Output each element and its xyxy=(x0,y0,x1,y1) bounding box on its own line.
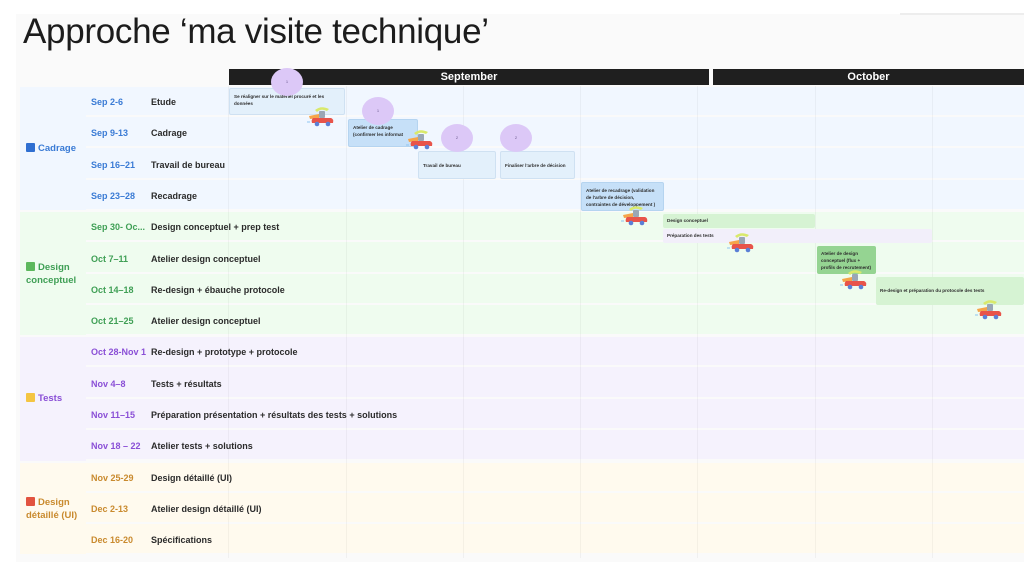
task-block-travail-bureau[interactable]: Travail de bureau xyxy=(418,151,496,179)
row-task: Design détaillé (UI) xyxy=(151,472,233,483)
row-date: Nov 4–8 xyxy=(91,378,126,389)
row-task: Etude xyxy=(151,97,177,107)
group-label-text: Design détaillé (UI) xyxy=(26,496,78,521)
timeline-row[interactable]: Sep 9-13 Cadrage xyxy=(86,118,1024,149)
group-color-swatch-icon xyxy=(26,496,35,506)
comment-badge[interactable]: 2 xyxy=(441,124,473,152)
grid-line xyxy=(932,86,933,558)
row-date: Oct 14–18 xyxy=(91,284,134,295)
row-task: Tests + résultats xyxy=(151,378,222,389)
group-label[interactable]: Design conceptuel xyxy=(20,212,84,336)
grid-line xyxy=(463,86,464,558)
row-task: Atelier design détaillé (UI) xyxy=(151,503,262,514)
month-header-october: October xyxy=(713,69,1024,85)
row-task: Préparation présentation + résultats des… xyxy=(151,410,398,420)
timeline-row[interactable]: Dec 16-20 Spécifications xyxy=(86,525,1024,556)
group-color-swatch-icon xyxy=(26,143,35,153)
car-sticker-icon xyxy=(621,204,649,226)
group-band xyxy=(20,462,1024,555)
row-date: Oct 21–25 xyxy=(91,316,134,327)
task-block-arbre-decision[interactable]: Finaliser l'arbre de décision xyxy=(500,151,575,179)
group-label-content: Design détaillé (UI) xyxy=(26,496,84,522)
task-block-atelier-cadrage[interactable]: Atelier de cadrage (confirmer les inform… xyxy=(348,119,418,147)
car-sticker-icon xyxy=(406,128,434,150)
timeline-row[interactable]: Nov 11–15 Préparation présentation + résu… xyxy=(86,400,1024,430)
row-task: Recadrage xyxy=(151,190,198,201)
timeline-row[interactable]: Oct 28-Nov 1 Re-design + prototype + prot… xyxy=(86,337,1024,368)
group-color-swatch-icon xyxy=(26,261,35,271)
comment-badge[interactable]: 2 xyxy=(500,124,532,152)
timeline-row[interactable]: Oct 7–11 Atelier design conceptuel xyxy=(86,244,1024,274)
group-label-content: Cadrage xyxy=(26,142,76,155)
row-task: Spécifications xyxy=(151,535,213,546)
task-block-atelier-recadrage[interactable]: Atelier de recadrage (validation de l'ar… xyxy=(581,182,664,211)
grid-line xyxy=(346,86,347,558)
grid-line xyxy=(580,86,581,558)
car-sticker-icon xyxy=(307,105,335,127)
timeline-row[interactable]: Nov 25-29 Design détaillé (UI) xyxy=(86,463,1024,493)
row-task: Design conceptuel + prep test xyxy=(151,222,280,233)
row-task: Atelier tests + solutions xyxy=(151,441,253,452)
row-date: Sep 9-13 xyxy=(91,128,129,139)
group-label-content: Tests xyxy=(26,392,62,405)
group-label[interactable]: Tests xyxy=(20,337,84,461)
task-block-atelier-design-conceptuel[interactable]: Atelier de design conceptuel (flux + pro… xyxy=(817,246,876,274)
timeline-row[interactable]: Dec 2-13 Atelier design détaillé (UI) xyxy=(86,494,1024,524)
month-header-september: September xyxy=(229,69,709,85)
row-date: Sep 16–21 xyxy=(91,159,136,170)
group-label-text: Cadrage xyxy=(38,143,77,155)
car-sticker-icon xyxy=(975,298,1003,320)
row-task: Travail de bureau xyxy=(151,159,226,170)
row-task: Cadrage xyxy=(151,128,188,139)
timeline-row[interactable]: Sep 2-6 Etude xyxy=(86,87,1024,117)
row-date: Nov 18 – 22 xyxy=(91,441,141,452)
group-label-text: Design conceptuel xyxy=(26,261,77,286)
car-sticker-icon xyxy=(840,268,868,290)
row-task: Atelier design conceptuel xyxy=(151,316,261,327)
timeline-row[interactable]: Oct 14–18 Re-design + ébauche protocole xyxy=(86,275,1024,305)
timeline-row[interactable]: Nov 18 – 22 Atelier tests + solutions xyxy=(86,431,1024,462)
group-label-text: Tests xyxy=(38,393,63,405)
group-label[interactable]: Design détaillé (UI) xyxy=(20,462,84,555)
row-task: Re-design + prototype + protocole xyxy=(151,347,298,358)
group-label[interactable]: Cadrage xyxy=(20,87,84,211)
row-date: Nov 25-29 xyxy=(91,472,134,483)
timeline-row[interactable]: Sep 30- Oc... Design conceptuel + prep te… xyxy=(86,212,1024,243)
row-task: Re-design + ébauche protocole xyxy=(151,284,285,295)
group-color-swatch-icon xyxy=(26,393,35,403)
task-block-redesign-protocole[interactable]: Re-design et préparation du protocole de… xyxy=(876,277,1024,305)
page-title: Approche ‘ma visite technique’ xyxy=(23,12,489,51)
car-sticker-icon xyxy=(727,231,755,253)
task-block-design-conceptuel[interactable]: Design conceptuel xyxy=(663,214,815,228)
timeline-row[interactable]: Nov 4–8 Tests + résultats xyxy=(86,369,1024,399)
row-date: Oct 7–11 xyxy=(91,253,129,264)
comment-badge[interactable]: 1 xyxy=(271,68,303,96)
row-date: Sep 30- Oc... xyxy=(91,222,146,233)
row-date: Sep 2-6 xyxy=(91,97,124,107)
row-date: Oct 28-Nov 1 xyxy=(91,347,147,358)
group-label-content: Design conceptuel xyxy=(26,261,84,287)
comment-badge[interactable]: 1 xyxy=(362,97,394,125)
row-date: Sep 23–28 xyxy=(91,190,136,201)
row-date: Nov 11–15 xyxy=(91,410,136,420)
group-band xyxy=(20,337,1024,461)
timeline-row[interactable]: Oct 21–25 Atelier design conceptuel xyxy=(86,306,1024,337)
task-block-preparation-tests[interactable]: Préparation des tests xyxy=(663,229,932,243)
grid-line xyxy=(697,86,698,558)
grid-line xyxy=(815,86,816,558)
timeline-row[interactable]: Sep 23–28 Recadrage xyxy=(86,181,1024,211)
grid-line xyxy=(228,86,229,558)
row-date: Dec 16-20 xyxy=(91,535,134,546)
row-date: Dec 2-13 xyxy=(91,503,129,514)
row-task: Atelier design conceptuel xyxy=(151,253,261,264)
toolbar-divider xyxy=(900,13,1024,15)
